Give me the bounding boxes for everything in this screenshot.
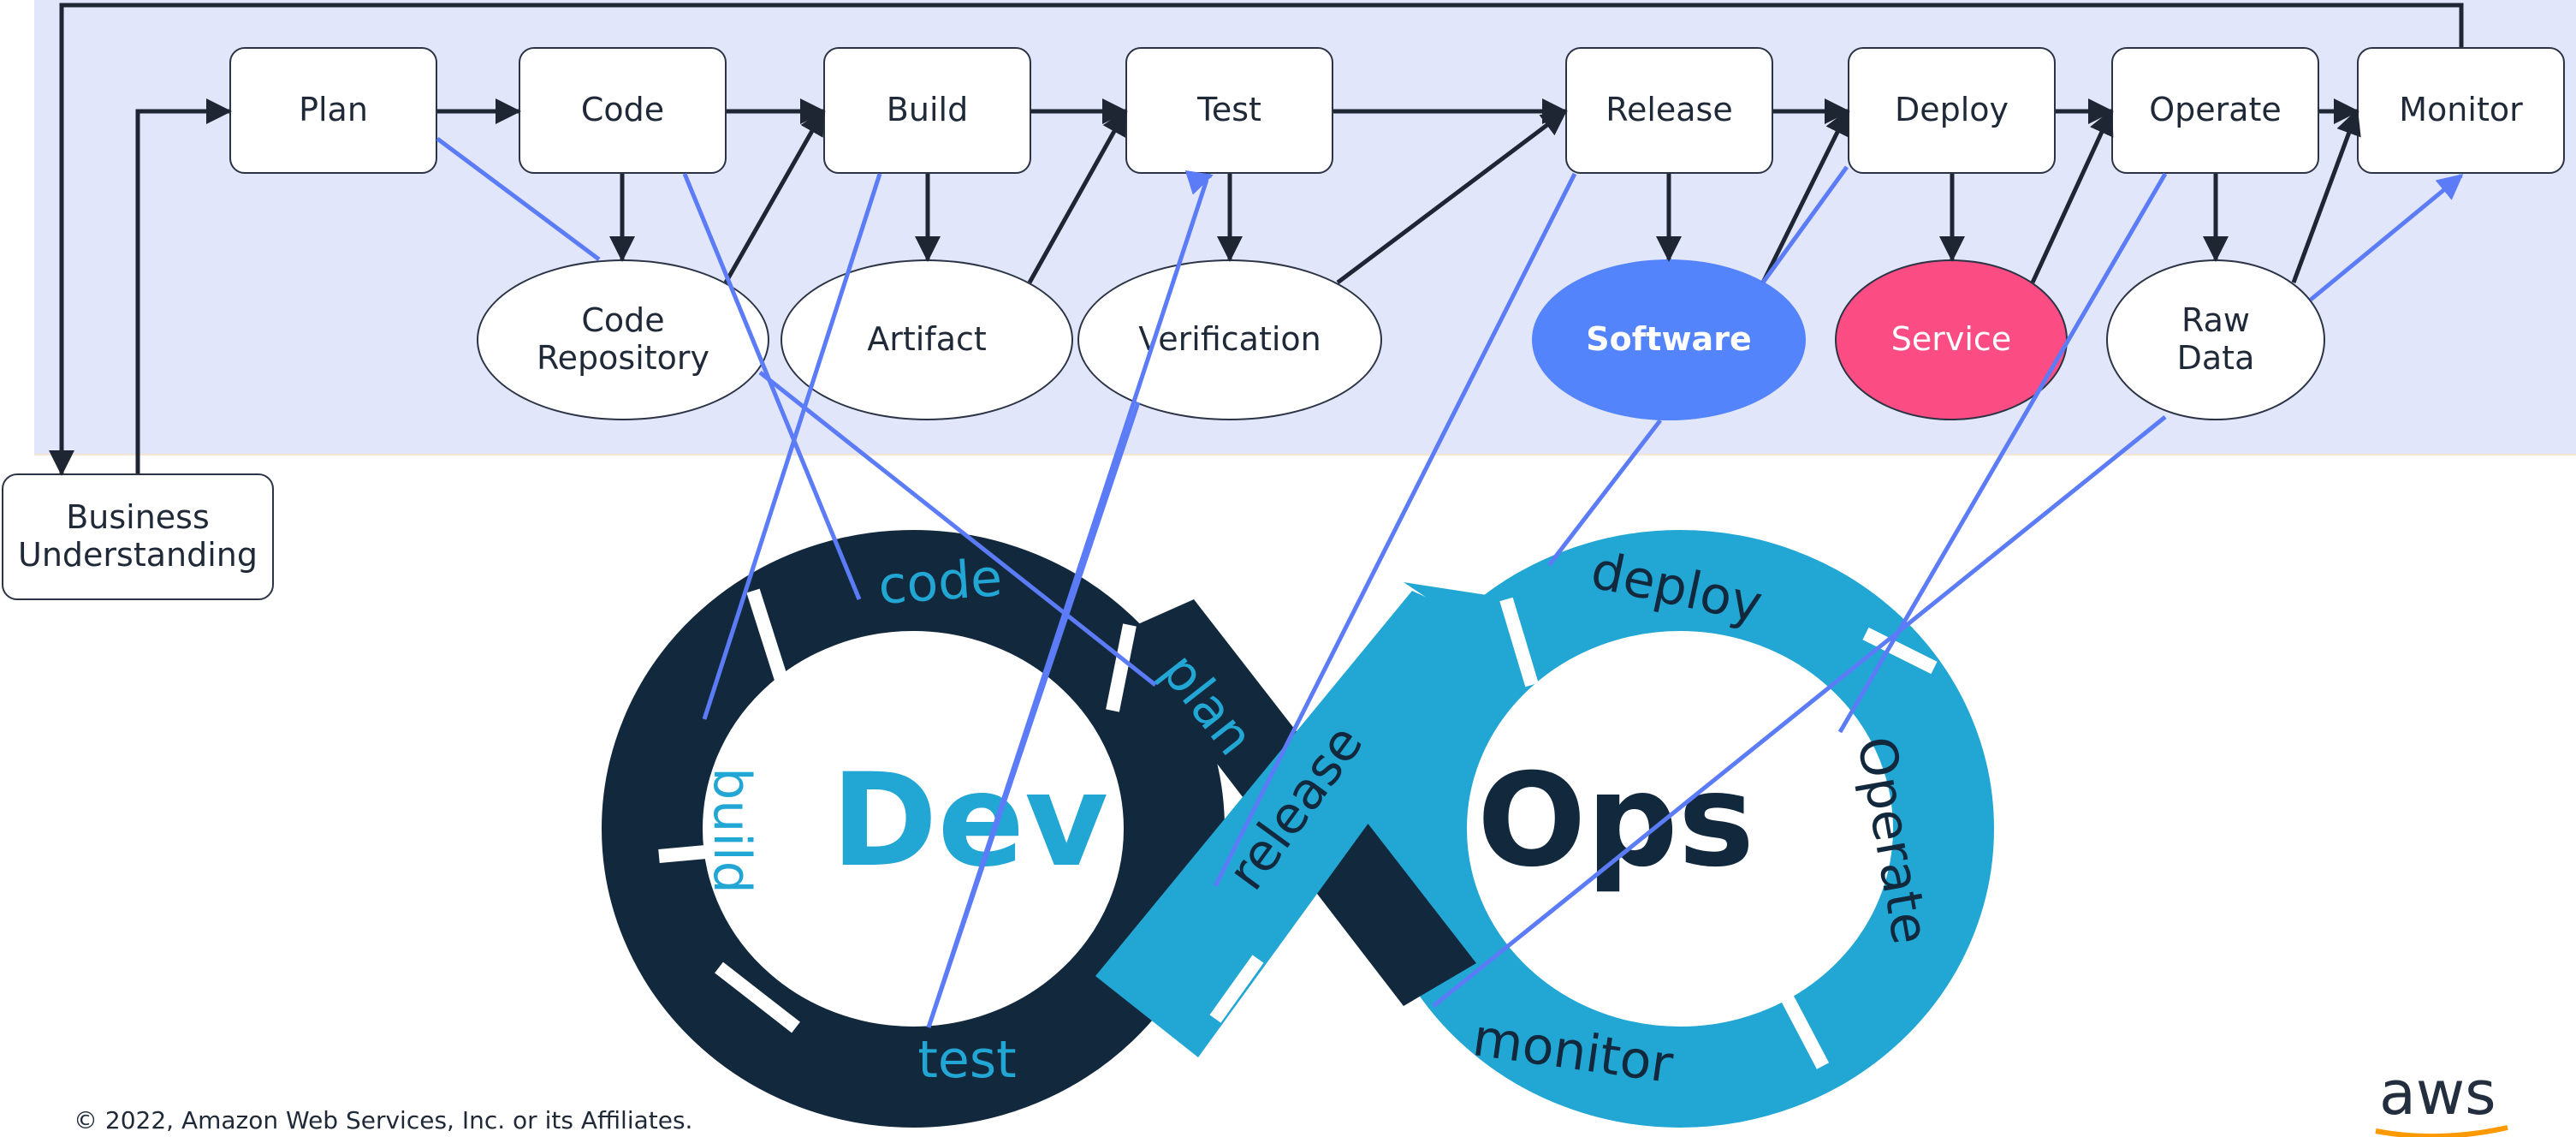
ops-loop (1366, 530, 1994, 1128)
ops-cross-arrow (1404, 582, 1515, 651)
artifact-label: Artifact (867, 320, 987, 359)
aws-logo: aws (2375, 1058, 2508, 1137)
test-box: Test (1125, 47, 1333, 174)
aws-smile-icon (2375, 1125, 2508, 1137)
raw-data-oval: Raw Data (2106, 259, 2325, 420)
service-oval: Service (1835, 259, 2068, 420)
monitor-label: Monitor (2399, 91, 2523, 129)
build-label: Build (886, 91, 969, 129)
service-label: Service (1890, 320, 2012, 359)
release-box: Release (1565, 47, 1773, 174)
code-repository-label: Code Repository (536, 301, 710, 377)
monitor-box: Monitor (2357, 47, 2565, 174)
aws-logo-text: aws (2379, 1058, 2496, 1128)
code-repository-oval: Code Repository (477, 259, 769, 420)
business-understanding-box: Business Understanding (2, 473, 274, 600)
plan-label: Plan (299, 91, 368, 129)
release-label: Release (1606, 91, 1733, 129)
process-arrows (49, 3, 2464, 476)
code-box: Code (519, 47, 727, 174)
operate-label: Operate (2149, 91, 2282, 129)
ops-title: Ops (1477, 747, 1754, 896)
copyright-text: © 2022, Amazon Web Services, Inc. or its… (74, 1106, 693, 1134)
deploy-label: Deploy (1894, 91, 2009, 129)
operate-box: Operate (2111, 47, 2319, 174)
mapping-lines (436, 136, 2464, 1028)
devops-infinity-logo: code build test plan release deploy Oper… (602, 530, 1994, 1128)
segment-build: build (702, 767, 762, 894)
test-label: Test (1197, 91, 1261, 129)
software-label: Software (1586, 320, 1752, 359)
plan-box: Plan (229, 47, 437, 174)
dev-loop (602, 530, 1225, 1128)
code-label: Code (580, 91, 665, 129)
verification-oval: Verification (1077, 259, 1382, 420)
artifact-oval: Artifact (781, 259, 1073, 420)
business-understanding-label: Business Understanding (18, 498, 258, 574)
segment-test: test (917, 1030, 1016, 1090)
raw-data-label: Raw Data (2176, 301, 2255, 377)
software-oval: Software (1532, 259, 1806, 420)
ops-cross-band (1095, 591, 1506, 1057)
build-box: Build (823, 47, 1031, 174)
dev-title: Dev (831, 747, 1108, 896)
deploy-box: Deploy (1848, 47, 2056, 174)
segment-code: code (876, 548, 1004, 616)
verification-label: Verification (1138, 320, 1321, 359)
